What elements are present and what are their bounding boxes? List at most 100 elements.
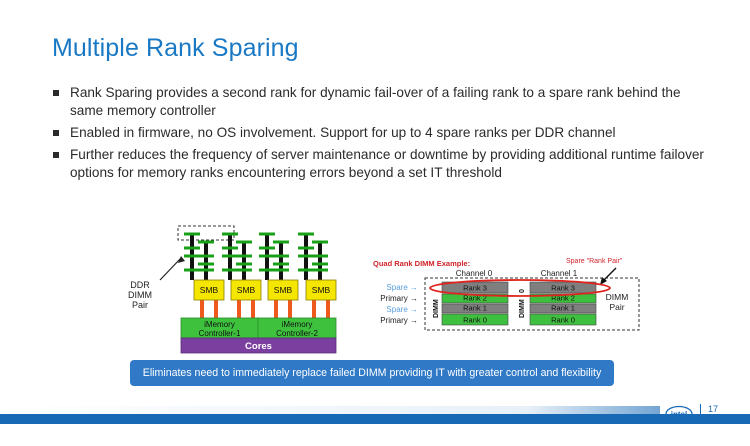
dimm-connector-bar <box>198 268 214 272</box>
channel-0-label: Channel 0 <box>456 269 493 278</box>
intel-logo-icon: intel <box>665 405 693 423</box>
memory-controller-1-label: Controller-1 <box>199 329 241 338</box>
smb-controller-link <box>251 300 255 318</box>
dimm-pair-label: DIMM <box>606 292 629 302</box>
smb-label: SMB <box>312 285 331 295</box>
rank-label: Rank 3 <box>551 284 575 293</box>
bullet-item: Further reduces the frequency of server … <box>52 146 712 182</box>
smb-box <box>267 279 299 301</box>
rank-label: Rank 2 <box>463 294 487 303</box>
dimm-connector-bar <box>273 268 289 272</box>
spare-pair-arrowhead <box>600 277 607 285</box>
dimm-vertical-label: DIMM <box>519 299 526 318</box>
dimm-connector-bar <box>236 254 252 258</box>
rank-label: Rank 1 <box>551 304 575 313</box>
dimm-connector-bar <box>222 268 238 272</box>
memory-controller-2-label: Controller-2 <box>276 329 318 338</box>
smb-links <box>200 300 330 318</box>
quad-rank-heading: Quad Rank DIMM Example: <box>373 259 470 268</box>
dimm-connector-bar <box>312 254 328 258</box>
spare-rank-pair-label: Spare "Rank Pair" <box>566 258 623 265</box>
dimm-pair-dashed-box <box>177 225 235 241</box>
ddr-label-line: DDR <box>130 280 150 290</box>
smb-controller-link <box>214 300 218 318</box>
rank-block <box>441 303 509 314</box>
spare-pair-arrow <box>601 267 617 283</box>
smb-label: SMB <box>274 285 293 295</box>
dimm-connector-bar <box>184 232 200 236</box>
rank-label: Rank 0 <box>551 316 575 325</box>
rank-label: Rank 0 <box>463 316 487 325</box>
dimm-connector-bar <box>222 246 238 250</box>
rank-label: Rank 2 <box>551 294 575 303</box>
rank-block <box>441 293 509 304</box>
smb-controller-link <box>200 300 204 318</box>
smb-box <box>193 279 225 301</box>
bullet-item: Rank Sparing provides a second rank for … <box>52 84 712 120</box>
cores-box <box>180 337 337 354</box>
cores-label: Cores <box>245 341 272 352</box>
rank-label: Rank 1 <box>463 304 487 313</box>
bullet-list: Rank Sparing provides a second rank for … <box>52 84 712 186</box>
slide-title: Multiple Rank Sparing <box>52 34 299 62</box>
rank-block <box>441 281 509 294</box>
dimm-connector-bar <box>312 262 328 266</box>
dimm-connector-bar <box>236 268 252 272</box>
memory-controller-2-label: iMemory <box>282 320 313 329</box>
dimm-connector-bar <box>222 232 238 236</box>
row-label-spare: Spare → <box>386 283 418 292</box>
smb-controller-link <box>274 300 278 318</box>
dimm-connector-bar <box>198 240 214 244</box>
rank-label: Rank 3 <box>463 284 487 293</box>
ddr-pointer-arrowhead <box>178 256 185 263</box>
dimm-connector-bar <box>184 246 200 250</box>
dimm-connector-bar <box>236 262 252 266</box>
dimm-connector-bar <box>273 262 289 266</box>
row-label-primary: Primary → <box>380 294 418 303</box>
rank-block <box>529 293 597 304</box>
spare-rank-highlight <box>429 279 611 297</box>
smb-box <box>305 279 337 301</box>
smb-controller-link <box>237 300 241 318</box>
dimm-connector-bar <box>184 268 200 272</box>
footer-bar <box>0 414 750 424</box>
dimm-connector-bar <box>298 246 314 250</box>
dimm-connector-bar <box>259 254 275 258</box>
memory-controller-2-box <box>257 317 337 339</box>
memory-controller-1-box <box>180 317 259 339</box>
ddr-pointer-arrow <box>159 257 182 281</box>
dimm-connector-bar <box>236 240 252 244</box>
memory-controller-1-label: iMemory <box>204 320 235 329</box>
row-label-spare: Spare → <box>386 305 418 314</box>
dimm-connector-bar <box>298 232 314 236</box>
dimm-sticks <box>184 232 328 280</box>
dimm-connector-bar <box>298 254 314 258</box>
dimm-connector-bar <box>273 254 289 258</box>
callout-banner: Eliminates need to immediately replace f… <box>130 360 614 386</box>
dimm-connector-bar <box>273 240 289 244</box>
rank-block <box>529 281 597 294</box>
dimm-vertical-label: DIMM <box>433 299 440 318</box>
dimm-connector-bar <box>198 262 214 266</box>
bullet-item: Enabled in firmware, no OS involvement. … <box>52 124 712 142</box>
dimm-connector-bar <box>259 268 275 272</box>
row-label-primary: Primary → <box>380 316 418 325</box>
dimm-connector-bar <box>198 254 214 258</box>
dimm-connector-bar <box>312 268 328 272</box>
footer-divider <box>700 404 701 422</box>
smb-box <box>230 279 262 301</box>
ddr-label-line: DIMM <box>128 290 152 300</box>
dimm-connector-bar <box>259 246 275 250</box>
dimm-pair-outline <box>424 277 640 331</box>
dimm-connector-bar <box>298 268 314 272</box>
ddr-label-line: Pair <box>132 300 148 310</box>
footer-gradient <box>0 406 660 414</box>
logo-wordmark: intel <box>671 410 687 419</box>
dimm-pair-label: Pair <box>609 302 624 312</box>
smb-controller-link <box>288 300 292 318</box>
smb-label: SMB <box>200 285 219 295</box>
right-rank-diagram: Quad Rank DIMM Example: Spare "Rank Pair… <box>373 258 640 331</box>
